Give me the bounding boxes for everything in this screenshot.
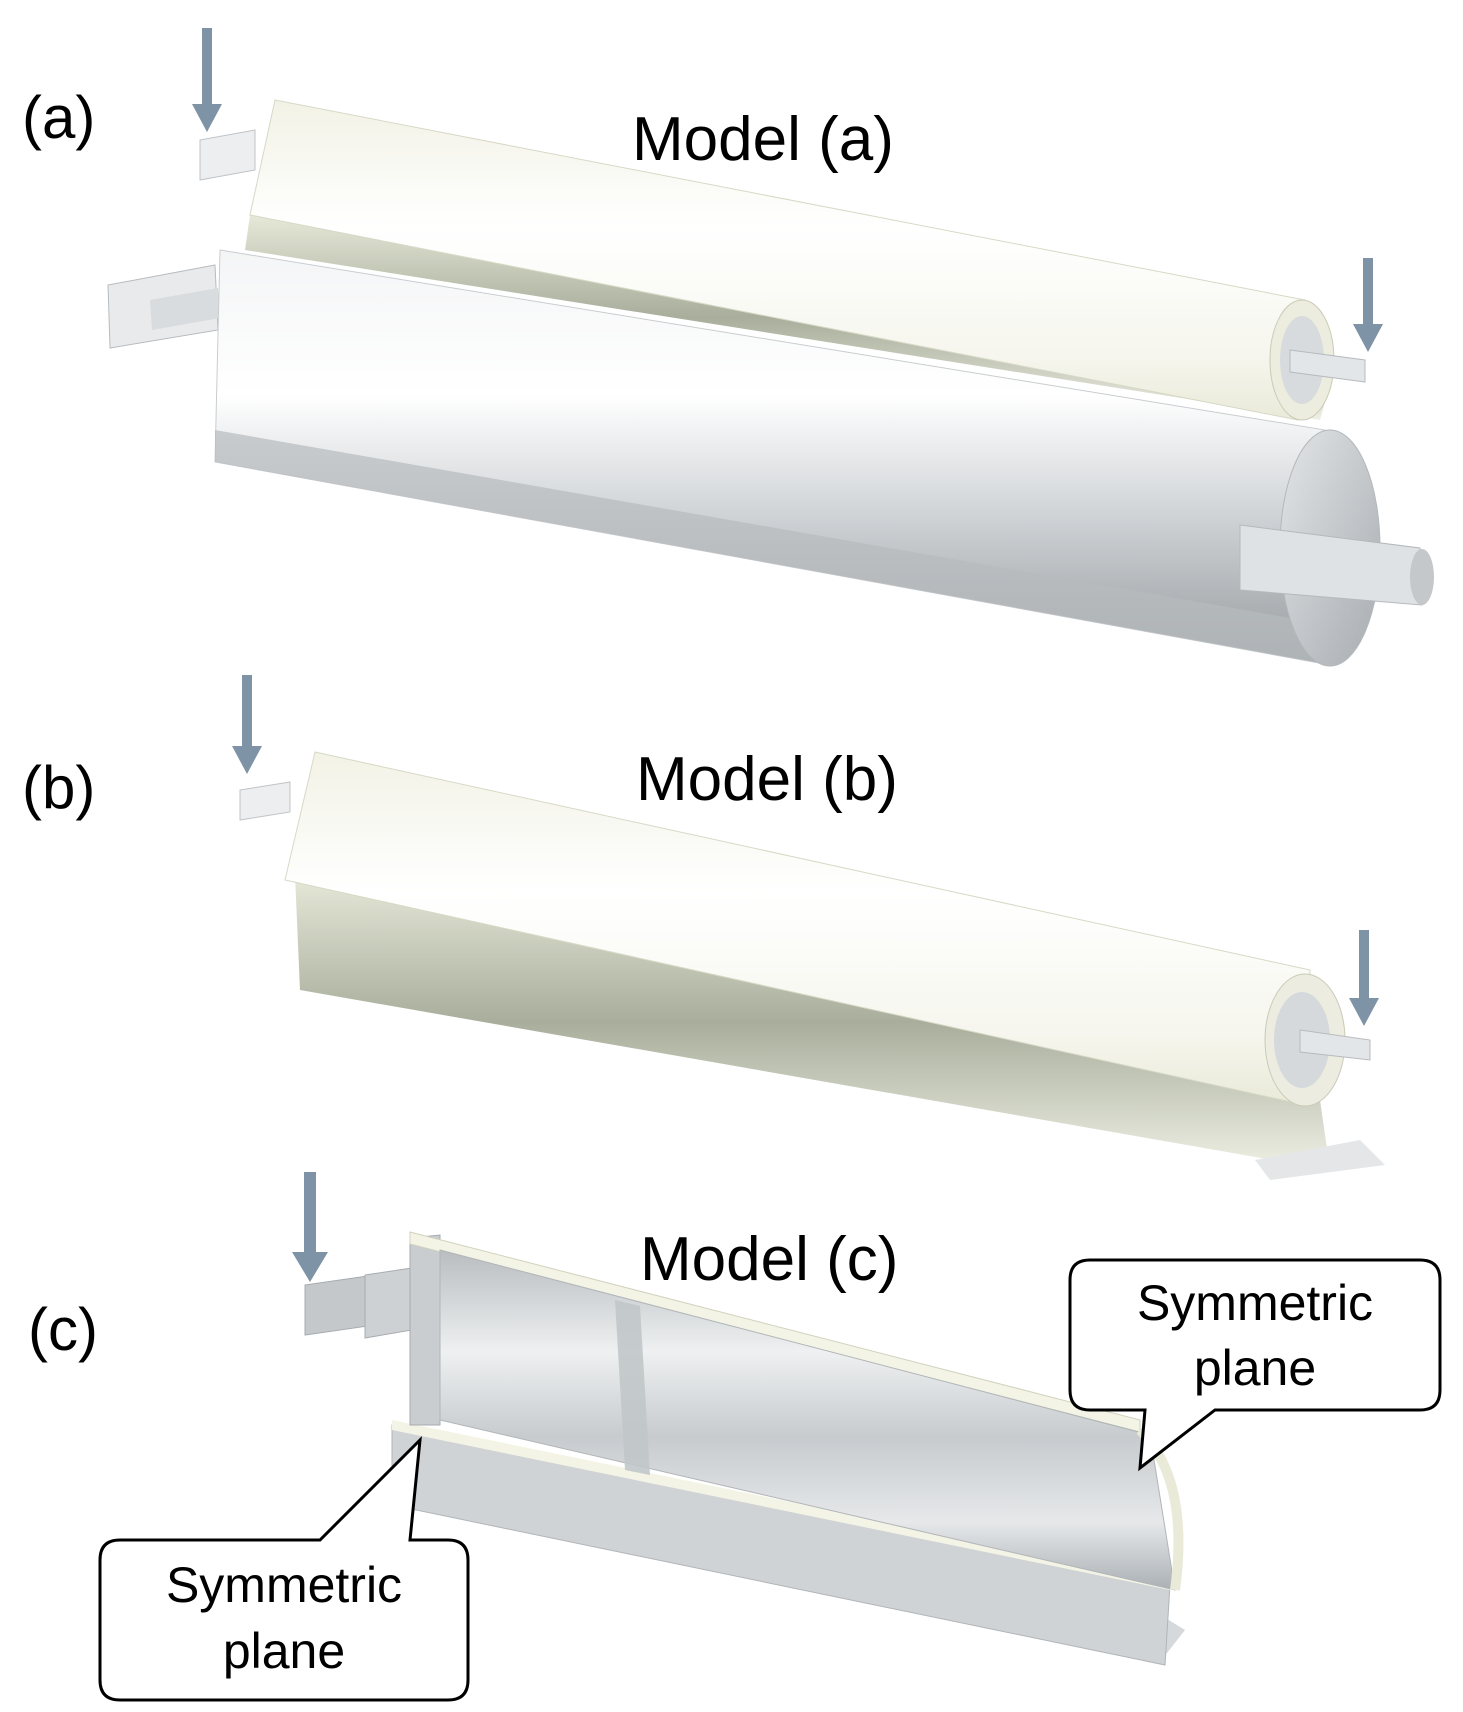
callout-left-line2: plane: [223, 1623, 345, 1679]
upper-covered-roller: [249, 99, 1335, 421]
lower-plane-cover-edge: [392, 1420, 1170, 1590]
roller-b-right-shaft: [1299, 1029, 1371, 1061]
shaft-c: [304, 1267, 413, 1339]
lower-roller-left-shaft: [107, 264, 220, 349]
panel-b-letter: (b): [22, 754, 95, 821]
felt-layer-b: [295, 875, 1330, 1170]
callout-left-line1: Symmetric: [166, 1557, 402, 1613]
panel-a-title: Model (a): [632, 105, 894, 174]
panel-b-title: Model (b): [636, 745, 898, 814]
callout-symmetric-plane-right: Symmetric plane: [1068, 1258, 1442, 1472]
upper-roller-right-shaft: [1289, 349, 1366, 383]
callout-right-line2: plane: [1194, 1340, 1316, 1396]
panel-c-letter: (c): [28, 1296, 98, 1363]
shadow-wedge-b: [1255, 1140, 1385, 1180]
load-arrow-a-left: [192, 28, 222, 132]
lower-steel-roller: [214, 249, 1381, 667]
roller-b-left-shaft: [239, 781, 291, 821]
lower-roller-right-shaft: [1239, 524, 1434, 606]
panel-a-letter: (a): [22, 84, 95, 151]
panel-a: (a) Model (a): [22, 28, 1434, 667]
end-block-c: [409, 1234, 441, 1426]
callout-right-line1: Symmetric: [1137, 1275, 1373, 1331]
callout-symmetric-plane-left: Symmetric plane: [98, 1435, 470, 1702]
load-arrow-c: [292, 1172, 328, 1282]
panel-c: (c) Model (c) Symmetric plane Symmetric …: [28, 1172, 1442, 1702]
load-arrow-b-left: [232, 675, 262, 774]
panel-b: (b) Model (b): [22, 675, 1385, 1180]
upper-roller-left-shaft: [199, 129, 256, 181]
inner-sleeve-step: [615, 1300, 650, 1475]
load-arrow-b-right: [1349, 930, 1379, 1026]
covered-roller-b: [284, 751, 1346, 1107]
load-arrow-a-right: [1353, 258, 1383, 352]
panel-c-title: Model (c): [640, 1225, 898, 1294]
